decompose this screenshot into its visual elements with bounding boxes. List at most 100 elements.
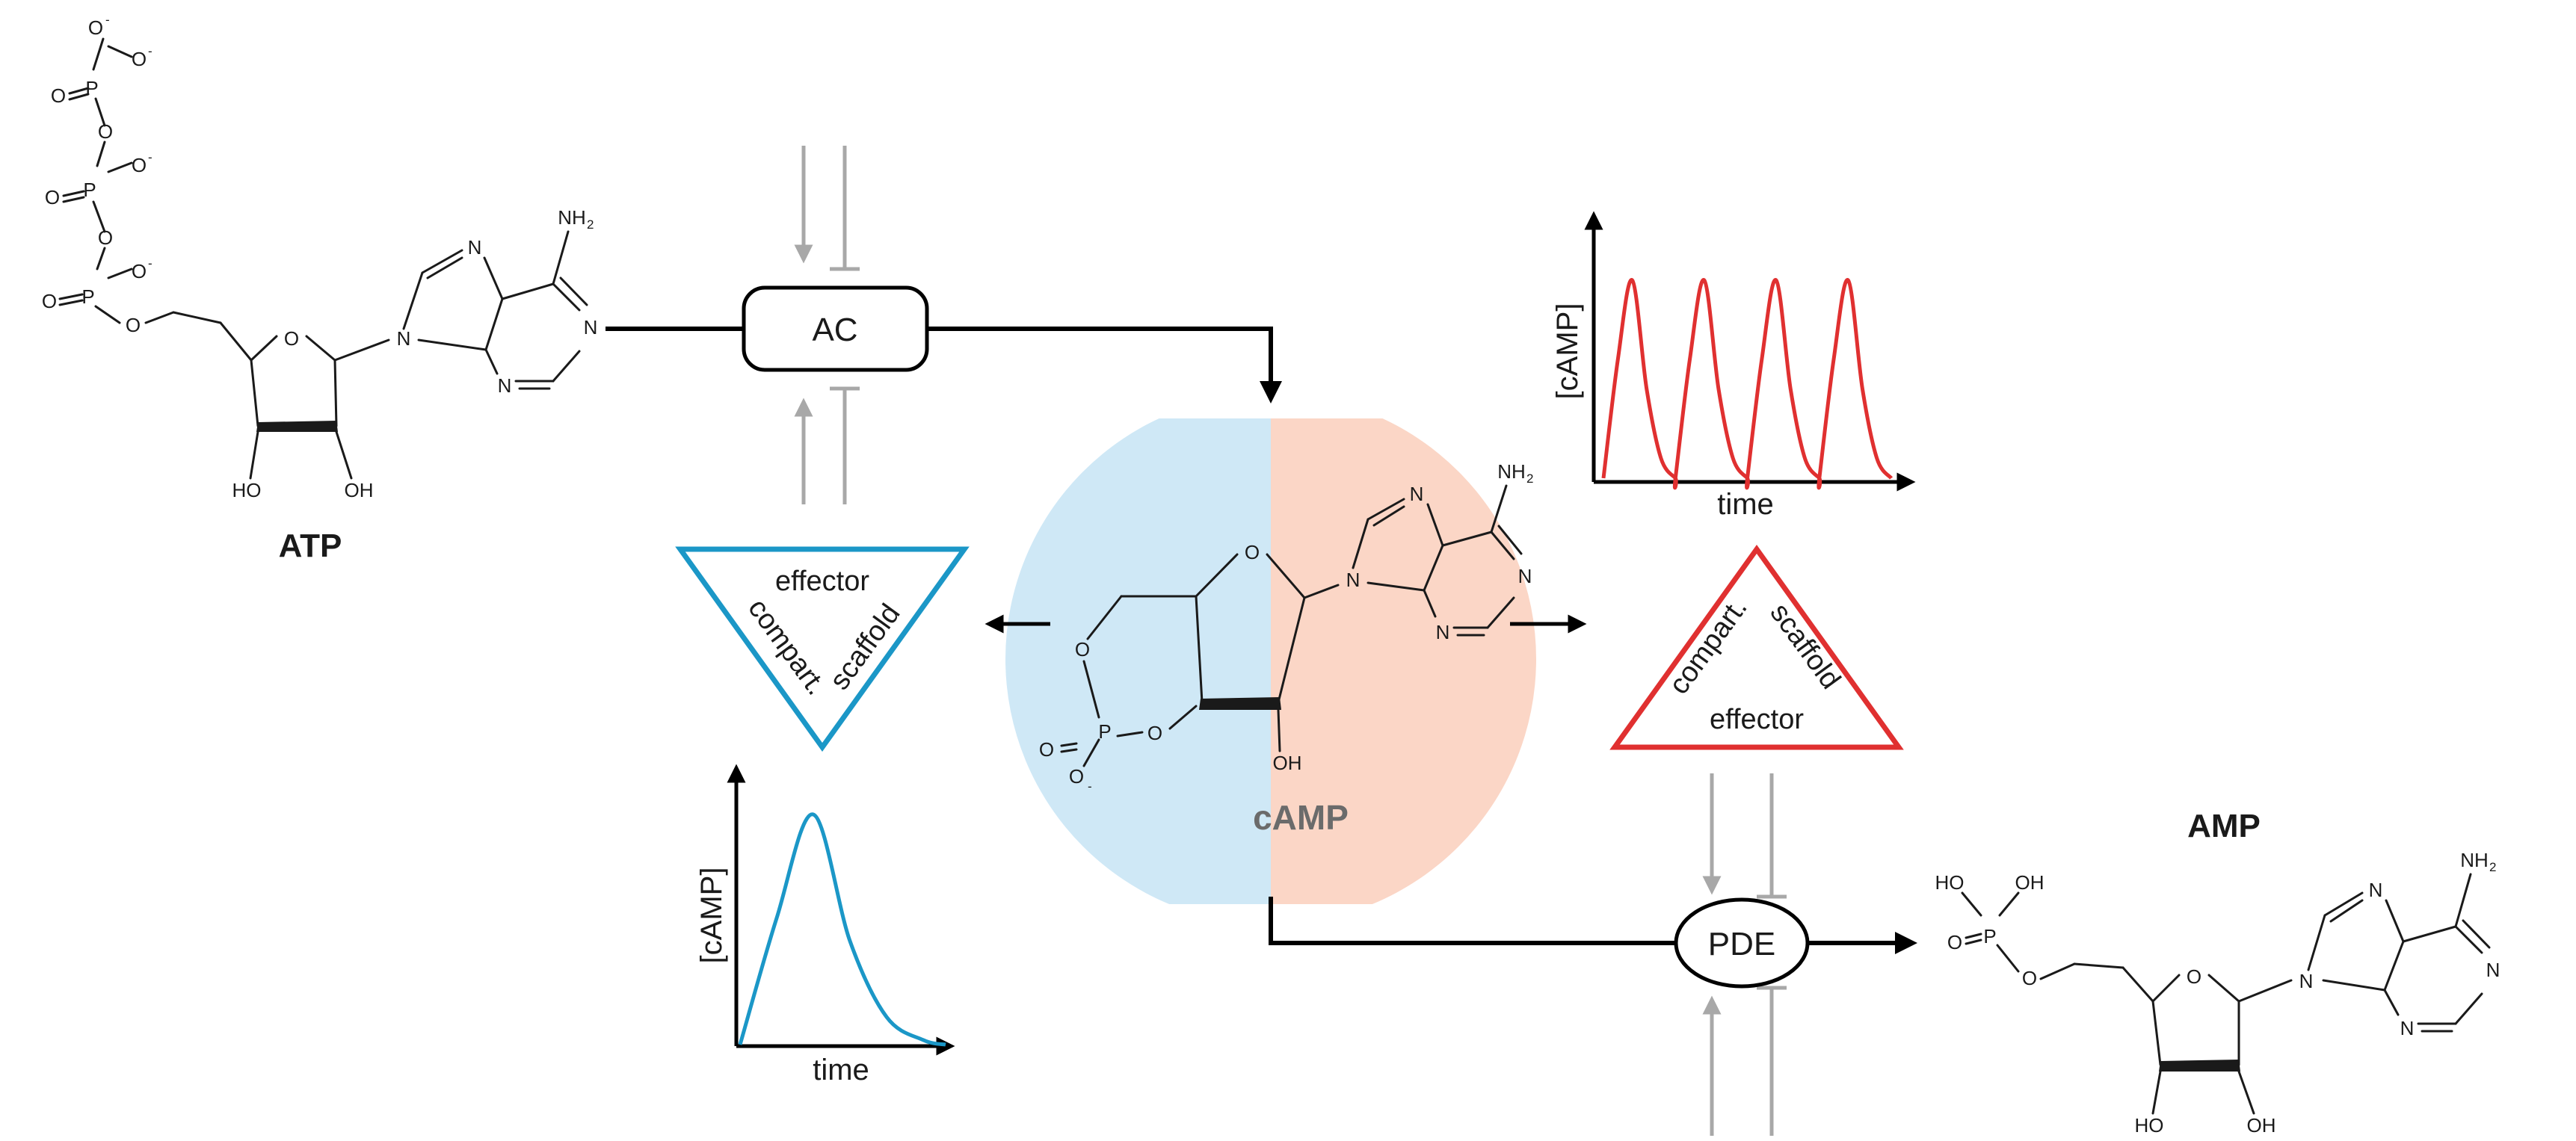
oscillation-y-label: [cAMP] bbox=[1551, 303, 1584, 400]
svg-text:O: O bbox=[1147, 722, 1162, 744]
svg-text:HO: HO bbox=[232, 479, 262, 501]
svg-text:OH: OH bbox=[345, 479, 374, 501]
amp-label: AMP bbox=[2187, 808, 2261, 844]
svg-text:O: O bbox=[1069, 765, 1084, 788]
amp-ribose: O HO OH bbox=[2073, 962, 2293, 1137]
svg-text:P: P bbox=[85, 77, 98, 99]
oscillation-curve bbox=[1601, 278, 1894, 490]
degradation-flow bbox=[1269, 897, 1917, 954]
svg-text:O: O bbox=[284, 327, 299, 350]
atp-ribose: O HO OH bbox=[172, 311, 390, 501]
svg-text:O: O bbox=[132, 48, 147, 70]
svg-text:-: - bbox=[1088, 779, 1092, 794]
svg-text:2: 2 bbox=[2489, 860, 2496, 874]
svg-text:N: N bbox=[2400, 1017, 2415, 1039]
svg-text:OH: OH bbox=[2015, 871, 2045, 894]
svg-text:O: O bbox=[1947, 931, 1962, 953]
svg-text:O: O bbox=[1075, 638, 1090, 661]
camp-circle bbox=[1005, 418, 1536, 904]
svg-text:-: - bbox=[105, 13, 110, 27]
atp-phosphate-atoms: O - P O O - O P O O - O P O O - O bbox=[42, 13, 152, 336]
right-triangle-shape bbox=[1609, 544, 1904, 750]
transient-curve bbox=[738, 812, 946, 1047]
amp-phosphate: HO OH P O O bbox=[1935, 871, 2076, 989]
svg-text:NH: NH bbox=[2460, 849, 2489, 871]
svg-text:-: - bbox=[148, 44, 152, 58]
svg-text:-: - bbox=[148, 256, 152, 270]
camp-to-pde-line bbox=[1269, 897, 1678, 945]
svg-text:N: N bbox=[2369, 879, 2383, 901]
amp-structure: AMP HO OH P O O O HO OH bbox=[1935, 808, 2500, 1137]
svg-text:NH: NH bbox=[1497, 460, 1526, 483]
atp-label: ATP bbox=[279, 528, 342, 564]
svg-text:O: O bbox=[2022, 967, 2037, 989]
camp-structure: O P O O - O O OH bbox=[1039, 460, 1534, 837]
oscillation-x-label: time bbox=[1717, 488, 1774, 521]
left-triangle-shape bbox=[675, 546, 970, 752]
transient-chart: [cAMP] time bbox=[695, 764, 955, 1086]
atp-phosphate-chain bbox=[58, 37, 175, 324]
svg-text:P: P bbox=[1983, 925, 1996, 947]
svg-text:OH: OH bbox=[2247, 1114, 2276, 1137]
pde-ellipse bbox=[1674, 897, 1810, 989]
svg-text:O: O bbox=[51, 84, 66, 107]
svg-text:O: O bbox=[98, 226, 113, 249]
camp-label: cAMP bbox=[1253, 798, 1349, 837]
svg-text:N: N bbox=[1518, 565, 1532, 587]
right-triangle: effector compart. scaffold bbox=[1609, 544, 1904, 750]
oscillation-chart: [cAMP] time bbox=[1551, 211, 1916, 521]
transient-y-label: [cAMP] bbox=[695, 868, 728, 964]
svg-text:O: O bbox=[1039, 738, 1054, 761]
svg-text:O: O bbox=[98, 120, 113, 143]
svg-text:N: N bbox=[1410, 483, 1424, 505]
svg-text:-: - bbox=[148, 150, 152, 164]
svg-text:P: P bbox=[1098, 720, 1111, 743]
left-triangle-top-label: effector bbox=[775, 566, 869, 597]
svg-text:HO: HO bbox=[1935, 871, 1965, 894]
ac-box bbox=[742, 285, 929, 372]
pde-label: PDE bbox=[1708, 926, 1775, 962]
svg-text:N: N bbox=[468, 236, 482, 259]
svg-text:O: O bbox=[1245, 541, 1260, 563]
amp-adenine: N N N N NH 2 bbox=[2299, 849, 2500, 1039]
camp-adenine: N N N N NH 2 bbox=[1346, 460, 1534, 643]
atp-structure: O - P O O - O P O O - O P O O - O bbox=[42, 13, 598, 564]
svg-text:2: 2 bbox=[587, 217, 594, 232]
transient-x-label: time bbox=[813, 1054, 869, 1086]
svg-text:O: O bbox=[45, 186, 60, 208]
svg-text:N: N bbox=[1436, 621, 1450, 643]
svg-text:P: P bbox=[83, 179, 96, 201]
svg-text:P: P bbox=[81, 285, 94, 308]
svg-text:2: 2 bbox=[1526, 471, 1533, 486]
svg-text:N: N bbox=[498, 374, 512, 397]
svg-text:N: N bbox=[1346, 569, 1361, 591]
svg-text:N: N bbox=[2486, 959, 2500, 981]
svg-text:O: O bbox=[2187, 965, 2201, 988]
svg-text:N: N bbox=[397, 327, 411, 350]
ac-to-camp-arrow bbox=[927, 327, 1282, 403]
svg-text:O: O bbox=[132, 154, 147, 176]
camp-circle-right-half bbox=[1271, 418, 1536, 904]
svg-text:OH: OH bbox=[1273, 752, 1302, 774]
ac-label: AC bbox=[812, 312, 857, 348]
pde-enzyme: PDE bbox=[1674, 897, 1810, 989]
svg-text:N: N bbox=[584, 316, 598, 338]
svg-text:O: O bbox=[42, 290, 57, 312]
svg-text:O: O bbox=[132, 260, 147, 282]
svg-text:N: N bbox=[2299, 970, 2314, 992]
svg-text:HO: HO bbox=[2135, 1114, 2164, 1137]
atp-adenine: N N N N NH 2 bbox=[397, 206, 598, 397]
left-triangle: effector compart. scaffold bbox=[675, 546, 970, 752]
camp-ribose: O OH bbox=[1195, 541, 1340, 774]
svg-text:O: O bbox=[126, 314, 141, 336]
ac-enzyme: AC bbox=[742, 285, 929, 372]
svg-text:O: O bbox=[88, 16, 103, 39]
ac-regulators bbox=[794, 146, 860, 504]
camp-circle-left-half bbox=[1005, 418, 1271, 904]
svg-text:NH: NH bbox=[558, 206, 586, 229]
camp-phosphate-ring: O P O O - O bbox=[1039, 595, 1198, 794]
synthesis-flow bbox=[606, 327, 1282, 403]
right-triangle-bottom-label: effector bbox=[1710, 704, 1804, 735]
